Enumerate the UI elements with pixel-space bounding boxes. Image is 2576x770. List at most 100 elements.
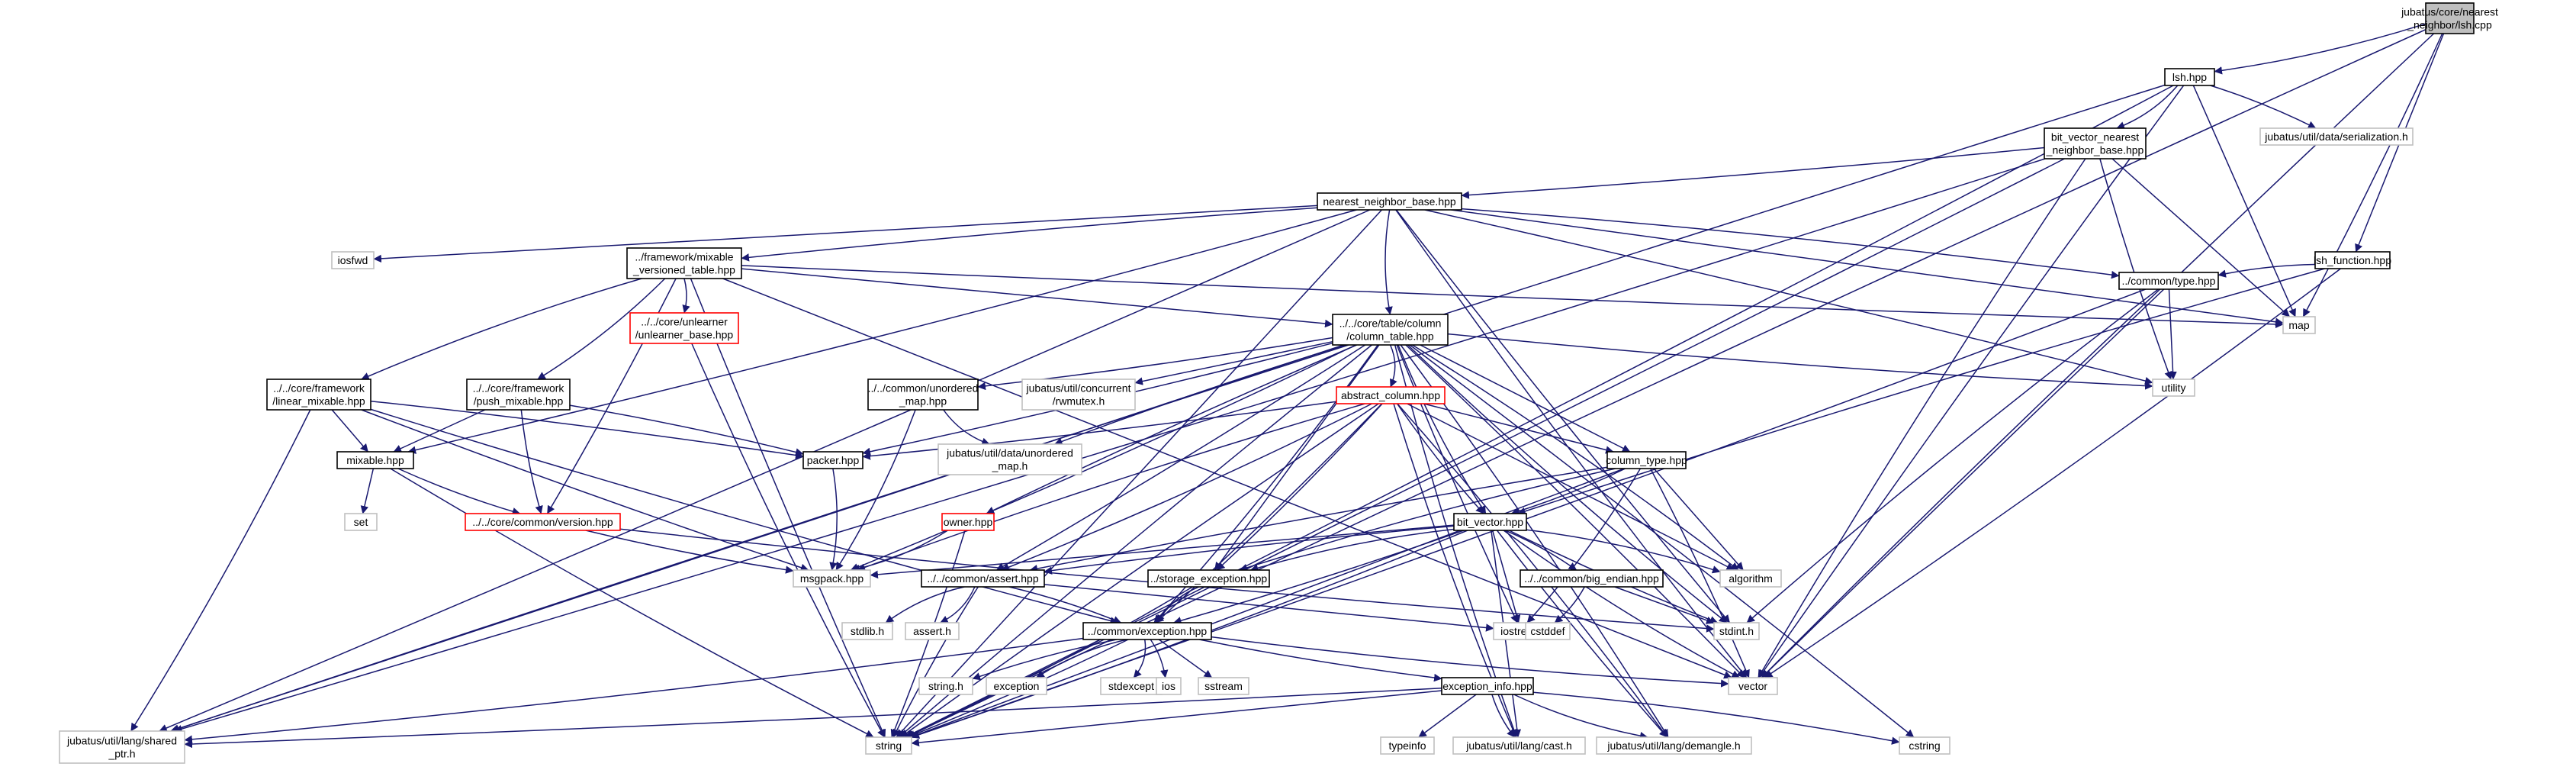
node-label: nearest_neighbor_base.hpp <box>1323 195 1456 208</box>
node-box <box>2118 272 2219 290</box>
edge-push_mixable-to-version <box>520 409 543 514</box>
node-version[interactable]: ../../core/common/version.hpp <box>465 513 621 531</box>
node-stdint: stdint.h <box>1713 622 1760 640</box>
node-unordered-map-hpp[interactable]: ../../common/unordered_map.hpp <box>867 379 979 411</box>
node-box <box>1441 677 1534 695</box>
edge-storage_exc-to-string <box>904 586 1193 738</box>
node-label: _map.hpp <box>899 395 947 408</box>
node-common-exc[interactable]: ../common/exception.hpp <box>1082 622 1212 640</box>
edge-nn_base-to-iosfwd <box>373 205 1318 263</box>
node-common-type[interactable]: ../common/type.hpp <box>2118 272 2219 290</box>
edge-assert_hpp-to-string <box>892 586 979 738</box>
edge-assert_hpp-to-common_exc <box>1008 586 1122 624</box>
node-label: algorithm <box>1729 572 1773 585</box>
node-box <box>918 677 973 695</box>
node-algorithm: algorithm <box>1719 569 1782 588</box>
node-big-endian[interactable]: ../../common/big_endian.hpp <box>1520 569 1664 588</box>
node-label: ../../common/unordered <box>868 382 979 395</box>
edge-mixable_vt-to-map <box>741 265 2284 329</box>
node-lsh-function[interactable]: lsh_function.hpp <box>2314 251 2391 269</box>
node-stdlib: stdlib.h <box>841 622 893 640</box>
node-label: jubatus/util/data/serialization.h <box>2264 130 2408 143</box>
node-label: _neighbor_base.hpp <box>2046 144 2144 156</box>
edge-linear_mixable-to-shared_ptr <box>130 409 311 732</box>
node-label: jubatus/util/lang/cast.h <box>1465 739 1572 752</box>
node-label: sstream <box>1204 680 1243 692</box>
node-label: string.h <box>928 680 963 692</box>
edge-bit_vector-to-msgpack <box>870 524 1455 579</box>
node-bitvec-nn-base[interactable]: bit_vector_nearest_neighbor_base.hpp <box>2044 127 2147 159</box>
edge-version-to-msgpack <box>585 530 794 574</box>
node-assert-hpp[interactable]: ../../common/assert.hpp <box>921 569 1045 588</box>
node-box <box>1452 736 1586 755</box>
node-label: /column_table.hpp <box>1346 330 1434 343</box>
edge-column_table-to-vector <box>1405 344 1745 678</box>
node-unlearner-base[interactable]: ../../core/unlearner/unlearner_base.hpp <box>629 312 739 344</box>
edge-root-to-lsh_hpp <box>2214 23 2426 75</box>
node-label: jubatus/util/lang/shared <box>66 735 177 747</box>
edge-lsh_hpp-to-map <box>2192 85 2296 317</box>
node-nn-base[interactable]: nearest_neighbor_base.hpp <box>1317 192 1462 211</box>
edge-column_table-to-rwmutex <box>1134 340 1333 385</box>
edge-unordered_map_hpp-to-unordered_map_h <box>943 409 990 446</box>
node-label: exception <box>994 680 1040 692</box>
node-owner[interactable]: owner.hpp <box>941 513 995 531</box>
node-abstract-column[interactable]: abstract_column.hpp <box>1336 386 1446 404</box>
edge-bit_vector-to-algorithm <box>1526 529 1721 574</box>
edge-packer-to-msgpack <box>829 468 838 571</box>
edge-lsh_hpp-to-serialization_h <box>2210 85 2317 129</box>
node-rwmutex: jubatus/util/concurrent/rwmutex.h <box>1021 379 1136 411</box>
node-box <box>59 730 185 764</box>
node-root[interactable]: jubatus/core/nearest_neighbor/lsh.cpp <box>2401 2 2498 34</box>
edge-abstract_column-to-storage_exc <box>1216 403 1383 571</box>
node-mixable-hpp[interactable]: mixable.hpp <box>336 451 414 469</box>
node-box <box>867 379 979 411</box>
edge-abstract_column-to-packer <box>862 401 1337 460</box>
edge-nn_base-to-stdint <box>1395 209 1731 623</box>
node-push-mixable[interactable]: ../../core/framework/push_mixable.hpp <box>466 379 571 411</box>
node-label: cstring <box>1909 739 1940 752</box>
edge-bit_vector-to-common_exc <box>1173 530 1465 625</box>
edge-bit_vector-to-assert_hpp <box>1044 525 1455 575</box>
node-label: jubatus/util/lang/demangle.h <box>1606 739 1740 752</box>
node-column-type[interactable]: column_type.hpp <box>1606 451 1687 469</box>
edge-column_type-to-storage_exc <box>1239 468 1616 572</box>
edge-common_exc-to-exc_info <box>1198 639 1442 682</box>
node-box <box>2314 251 2391 269</box>
node-column-table[interactable]: ../../core/table/column/column_table.hpp <box>1332 314 1449 346</box>
node-box <box>344 513 378 531</box>
node-packer[interactable]: packer.hpp <box>802 451 863 469</box>
node-box <box>1728 677 1778 695</box>
edge-push_mixable-to-mixable_hpp <box>393 409 486 453</box>
edge-common_exc-to-ios <box>1150 639 1169 678</box>
node-storage-exc[interactable]: ../storage_exception.hpp <box>1147 569 1270 588</box>
edge-exc_info-to-typeinfo <box>1418 694 1477 738</box>
node-box <box>2152 379 2195 397</box>
node-label: ../../core/framework <box>473 382 565 395</box>
edge-lsh_hpp-to-vector <box>1758 85 2185 678</box>
edge-nn_base-to-column_table <box>1384 209 1393 315</box>
node-label: owner.hpp <box>944 516 993 528</box>
node-label: lsh.hpp <box>2172 71 2207 83</box>
node-lsh-hpp[interactable]: lsh.hpp <box>2164 68 2215 86</box>
node-box <box>941 513 995 531</box>
edge-nn_base-to-vector <box>1395 209 1748 678</box>
edge-root-to-map <box>2302 33 2443 317</box>
node-box <box>905 622 960 640</box>
node-box <box>1719 569 1782 588</box>
node-mixable-vt[interactable]: ../framework/mixable_versioned_table.hpp <box>626 247 742 279</box>
node-bit-vector[interactable]: bit_vector.hpp <box>1453 513 1527 531</box>
node-label: ../../core/table/column <box>1339 317 1442 330</box>
node-string: string <box>865 736 912 755</box>
node-exc-info[interactable]: exception_info.hpp <box>1441 677 1534 695</box>
node-ios: ios <box>1156 677 1182 695</box>
edge-nn_base-to-utility <box>1424 209 2153 385</box>
node-demangle: jubatus/util/lang/demangle.h <box>1596 736 1752 755</box>
node-box <box>1453 513 1527 531</box>
edge-column_type-to-vector <box>1650 468 1750 678</box>
edge-common_exc-to-sstream <box>1158 639 1213 678</box>
node-label: _ptr.h <box>108 748 135 760</box>
node-linear-mixable[interactable]: ../../core/framework/linear_mixable.hpp <box>266 379 371 411</box>
node-label: stdlib.h <box>851 625 884 637</box>
